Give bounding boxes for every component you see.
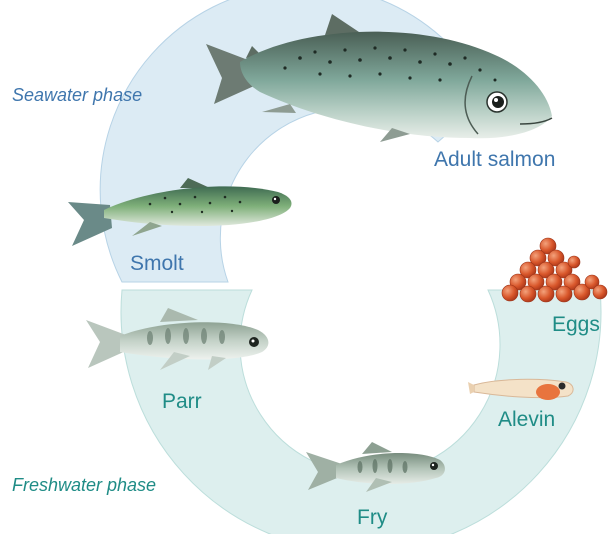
adult-salmon-label: Adult salmon [434, 148, 555, 171]
seawater-phase-label: Seawater phase [12, 85, 142, 105]
smolt-label: Smolt [130, 252, 184, 275]
freshwater-phase-label: Freshwater phase [12, 475, 156, 495]
fry-label: Fry [357, 506, 388, 529]
parr-label: Parr [162, 390, 202, 413]
alevin-image [468, 379, 573, 400]
alevin-label: Alevin [498, 408, 555, 431]
eggs-label: Eggs [552, 313, 600, 336]
